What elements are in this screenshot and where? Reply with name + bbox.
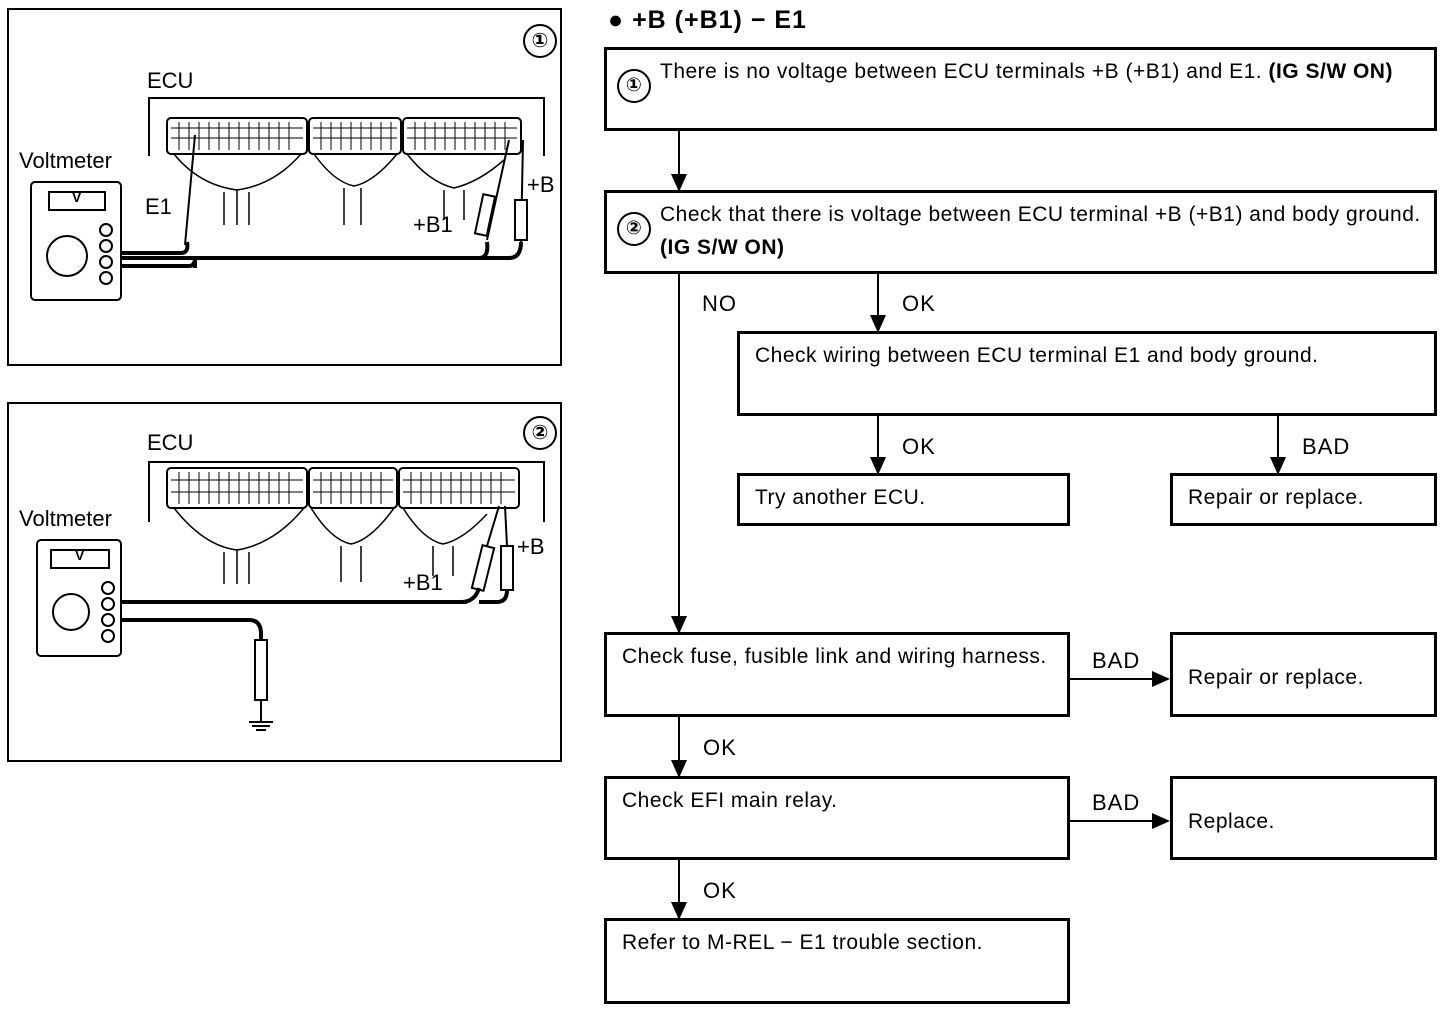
bad-label: BAD: [1302, 434, 1351, 459]
bad-label: BAD: [1092, 790, 1141, 815]
step-condition: (IG S/W ON): [1268, 60, 1393, 83]
voltmeter-label: Voltmeter: [19, 506, 112, 531]
check-fuse-box: Check fuse, fusible link and wiring harn…: [604, 632, 1070, 717]
ok-label: OK: [902, 434, 936, 459]
ecu-connector: [166, 117, 522, 155]
ok-label: OK: [703, 878, 737, 903]
step-text: Check EFI main relay.: [622, 789, 838, 812]
page-title: ● +B (+B1) − E1: [608, 6, 807, 35]
step-text: Check wiring between ECU terminal E1 and…: [755, 344, 1319, 367]
step-number: ②: [617, 212, 651, 246]
panel-number: ②: [523, 416, 557, 450]
step-2-box: ② Check that there is voltage between EC…: [604, 190, 1437, 274]
ok-label: OK: [902, 291, 936, 316]
step-text: Try another ECU.: [755, 486, 926, 509]
ecu-voltmeter-illustration-1: [30, 97, 545, 301]
diagram-panel-2: ② ECU Voltmeter V +B1 +B: [7, 402, 562, 762]
b-terminal-label: +B: [527, 172, 555, 197]
e1-terminal-label: E1: [145, 194, 172, 219]
repair-or-replace-box-2: Repair or replace.: [1170, 632, 1437, 717]
meter-symbol: V: [75, 547, 85, 563]
voltmeter-icon: [30, 181, 122, 301]
panel-number: ①: [523, 24, 557, 58]
replace-box: Replace.: [1170, 776, 1437, 860]
step-text: There is no voltage between ECU terminal…: [660, 60, 1263, 83]
ecu-label: ECU: [147, 68, 194, 93]
bullet-icon: ●: [608, 6, 625, 34]
no-label: NO: [702, 291, 737, 316]
check-wiring-box: Check wiring between ECU terminal E1 and…: [737, 331, 1437, 416]
bad-label: BAD: [1092, 648, 1141, 673]
ecu-label: ECU: [147, 430, 194, 455]
step-text: Refer to M-REL − E1 trouble section.: [622, 931, 983, 954]
title-text: +B (+B1) − E1: [632, 6, 807, 34]
ok-label: OK: [703, 735, 737, 760]
step-text: Check that there is voltage between ECU …: [660, 203, 1421, 226]
refer-section-box: Refer to M-REL − E1 trouble section.: [604, 918, 1070, 1004]
step-text: Repair or replace.: [1188, 486, 1364, 509]
ecu-voltmeter-illustration-2: [36, 461, 545, 731]
step-condition: (IG S/W ON): [660, 236, 785, 259]
b1-terminal-label: +B1: [403, 570, 443, 595]
step-1-box: ① There is no voltage between ECU termin…: [604, 47, 1437, 131]
step-text: Repair or replace.: [1188, 666, 1364, 689]
b1-terminal-label: +B1: [413, 212, 453, 237]
check-efi-relay-box: Check EFI main relay.: [604, 776, 1070, 860]
meter-symbol: V: [72, 189, 82, 205]
b-terminal-label: +B: [517, 534, 545, 559]
try-another-ecu-box: Try another ECU.: [737, 473, 1070, 526]
repair-or-replace-box-1: Repair or replace.: [1170, 473, 1437, 526]
step-text: Replace.: [1188, 810, 1275, 833]
step-number: ①: [617, 69, 651, 103]
diagram-panel-1: ① ECU Voltmeter V E1 +B1 +B: [7, 8, 562, 366]
step-text: Check fuse, fusible link and wiring harn…: [622, 645, 1047, 668]
voltmeter-label: Voltmeter: [19, 148, 112, 173]
